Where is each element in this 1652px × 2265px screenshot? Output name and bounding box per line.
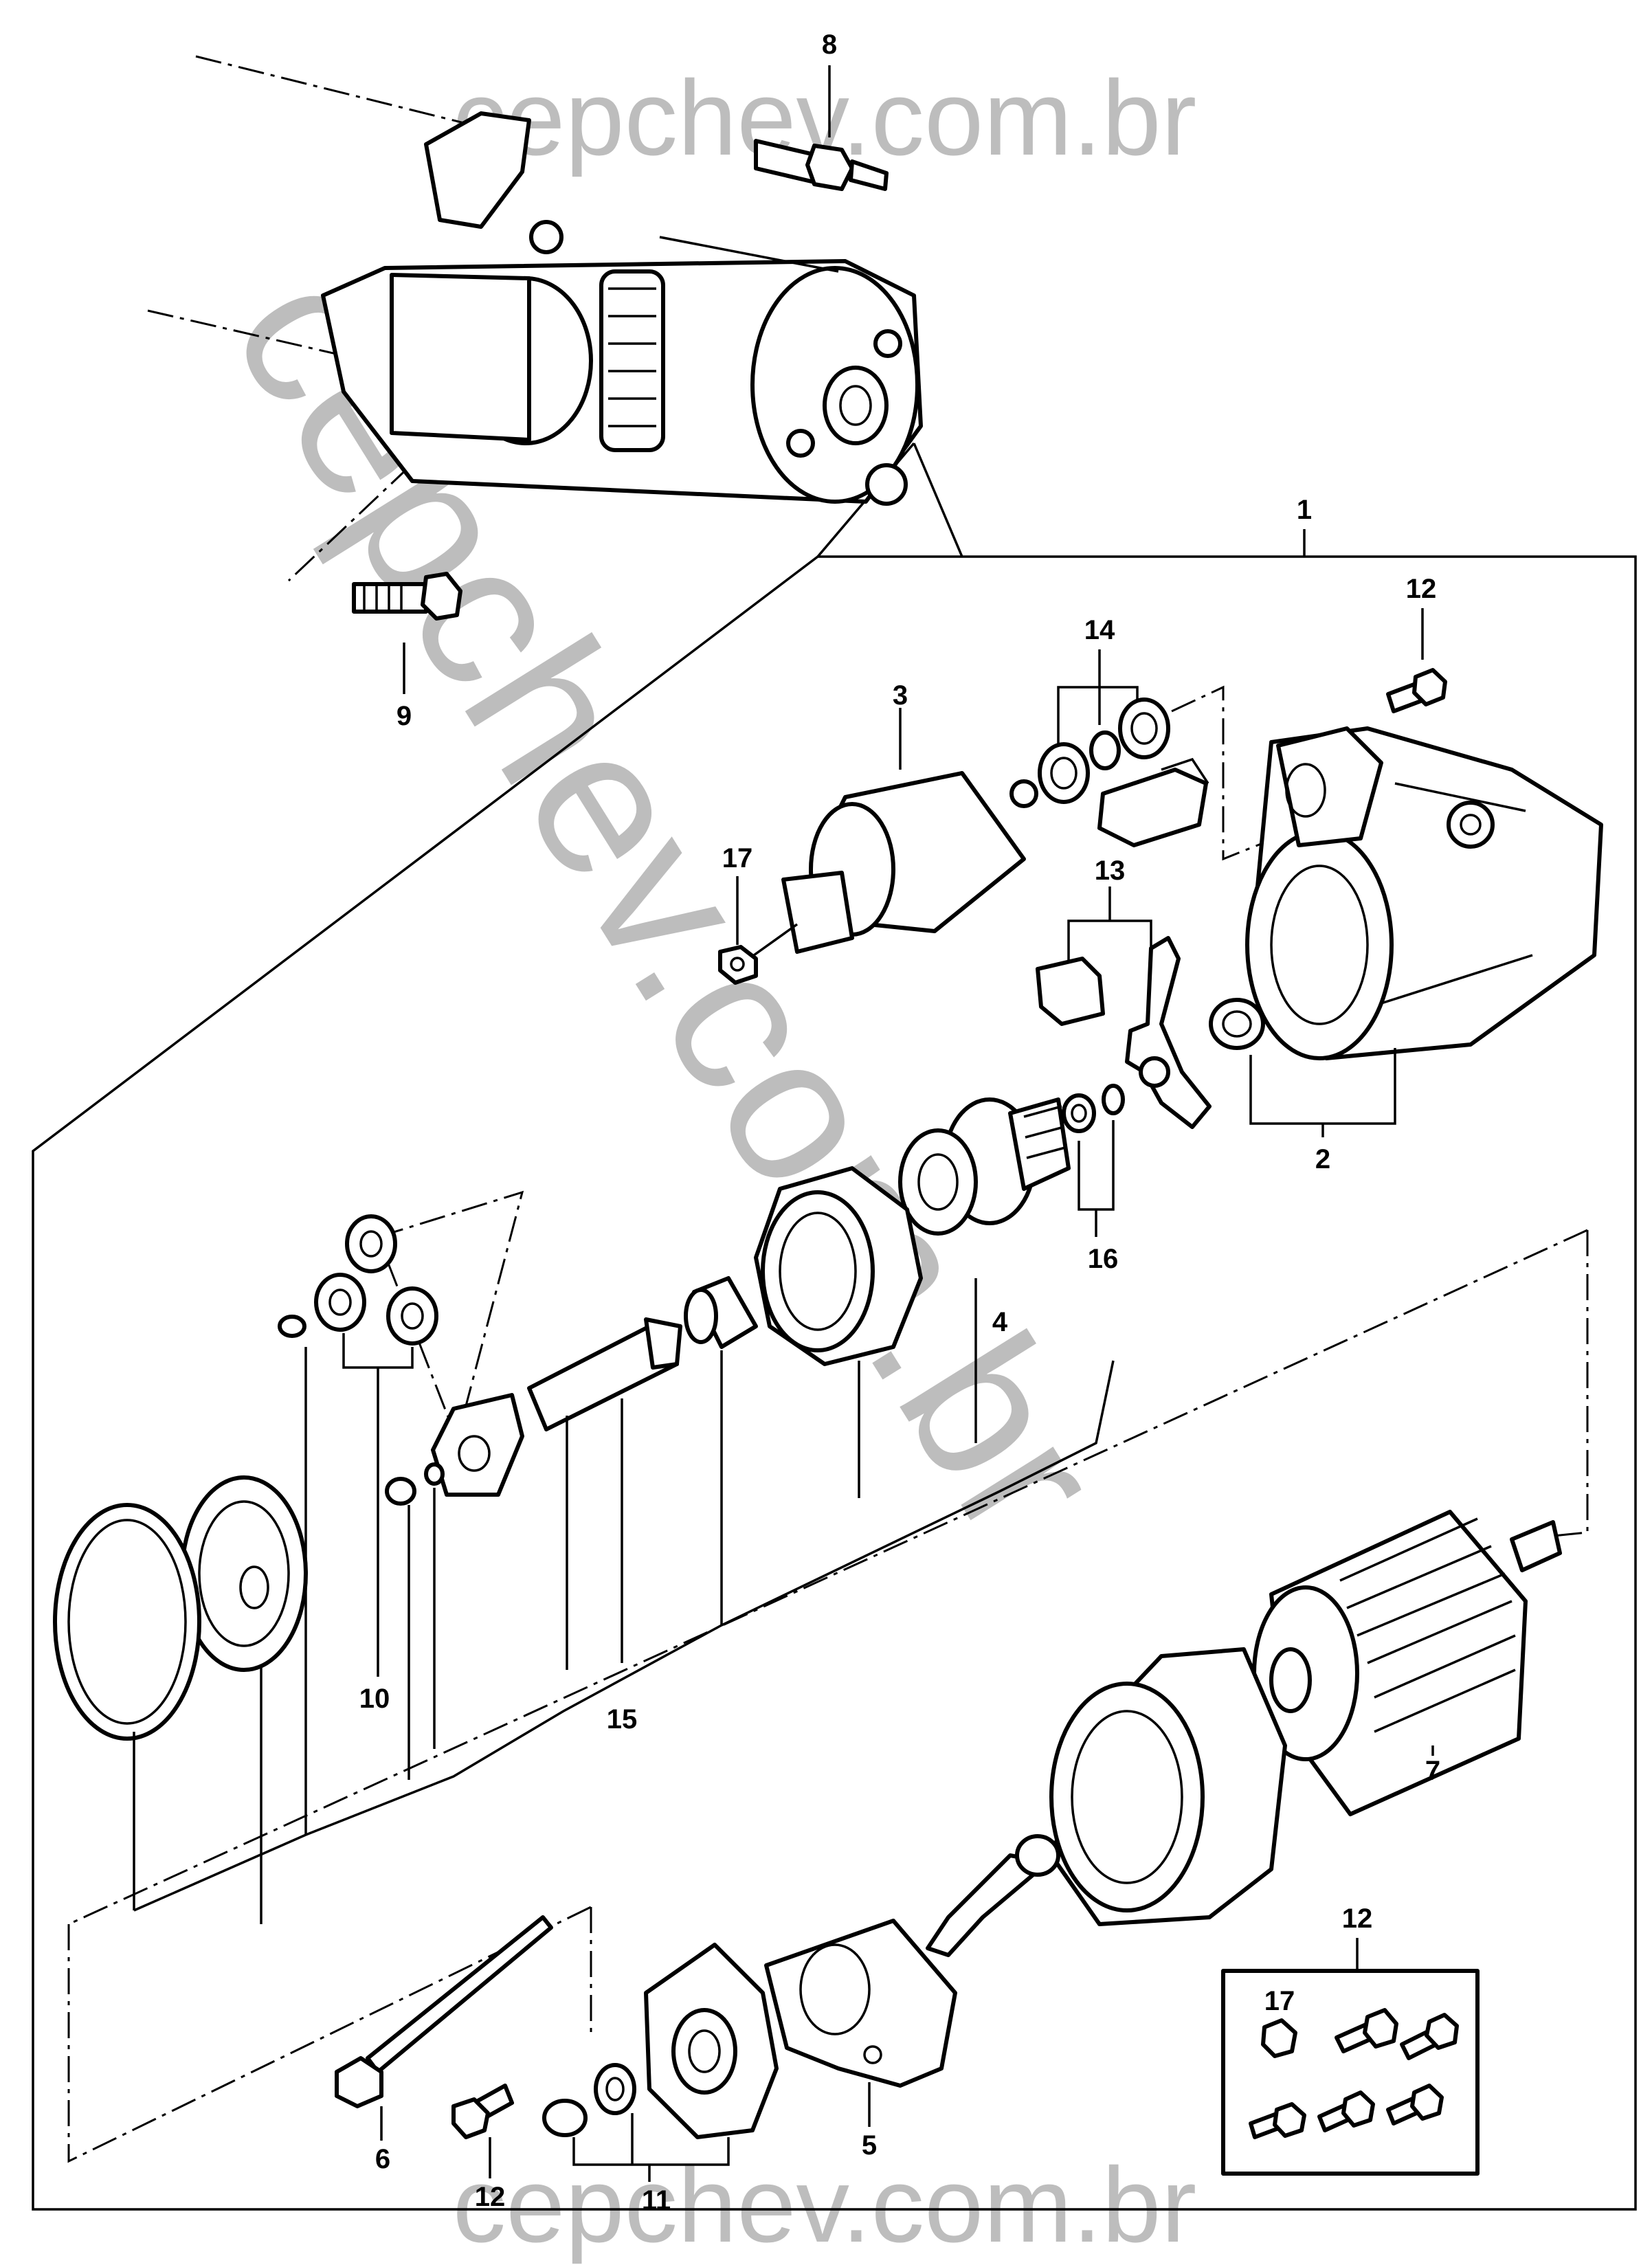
fastener-kit-box (1221, 1969, 1480, 2176)
shift-lever-13 (1036, 886, 1212, 1129)
ring-gear (754, 1166, 923, 1366)
callout-15: 15 (607, 1704, 638, 1734)
assembly-leaders-lower (133, 1360, 1115, 1912)
callout-12-top: 12 (1406, 574, 1437, 604)
field-frame (926, 1647, 1287, 1957)
fastener-kit (1221, 1938, 1480, 2176)
cover-plate (180, 1475, 308, 1924)
callout-12-lower: 12 (475, 2182, 506, 2212)
nut-17-upper (718, 876, 758, 985)
bush (684, 1276, 758, 1349)
callout-1: 1 (1297, 495, 1312, 525)
planet-gears-10 (278, 1190, 524, 1835)
drive-housing-2 (1171, 685, 1603, 1137)
end-cover-11 (542, 1943, 779, 2182)
brush-holder-5 (764, 1919, 957, 2127)
callout-11: 11 (642, 2185, 671, 2216)
bolt-8 (754, 65, 889, 191)
screw-12-lower (451, 2084, 514, 2178)
seals-14 (1038, 649, 1209, 847)
callout-6: 6 (375, 2144, 390, 2174)
solenoid-3 (748, 708, 1038, 960)
pinion-clutch-4 (898, 1097, 1071, 1236)
bolt-9 (352, 572, 462, 694)
planet-shaft-15 (385, 1317, 682, 1780)
watermark-bottom: cepchev.com.br (453, 2145, 1197, 2264)
callout-16: 16 (1088, 1244, 1119, 1274)
callout-13: 13 (1095, 856, 1126, 886)
callout-17-kit: 17 (1264, 1986, 1295, 2016)
assembled-starter (147, 55, 923, 582)
callout-5: 5 (862, 2130, 877, 2161)
callout-9: 9 (397, 701, 412, 731)
callout-8: 8 (822, 30, 837, 60)
callout-12-kit: 12 (1342, 1904, 1373, 1934)
through-bolt-6 (335, 1915, 553, 2141)
armature-7 (1252, 1510, 1562, 1816)
callout-4: 4 (992, 1307, 1008, 1337)
callout-10: 10 (359, 1684, 390, 1714)
o-ring (53, 1503, 201, 1910)
bolt-12-top (1386, 608, 1447, 713)
callout-3: 3 (893, 680, 908, 711)
washers-16 (1062, 1084, 1125, 1237)
callout-17-upper: 17 (722, 843, 753, 873)
callout-7: 7 (1425, 1756, 1440, 1786)
callout-14: 14 (1084, 615, 1115, 645)
callout-2: 2 (1315, 1144, 1330, 1174)
